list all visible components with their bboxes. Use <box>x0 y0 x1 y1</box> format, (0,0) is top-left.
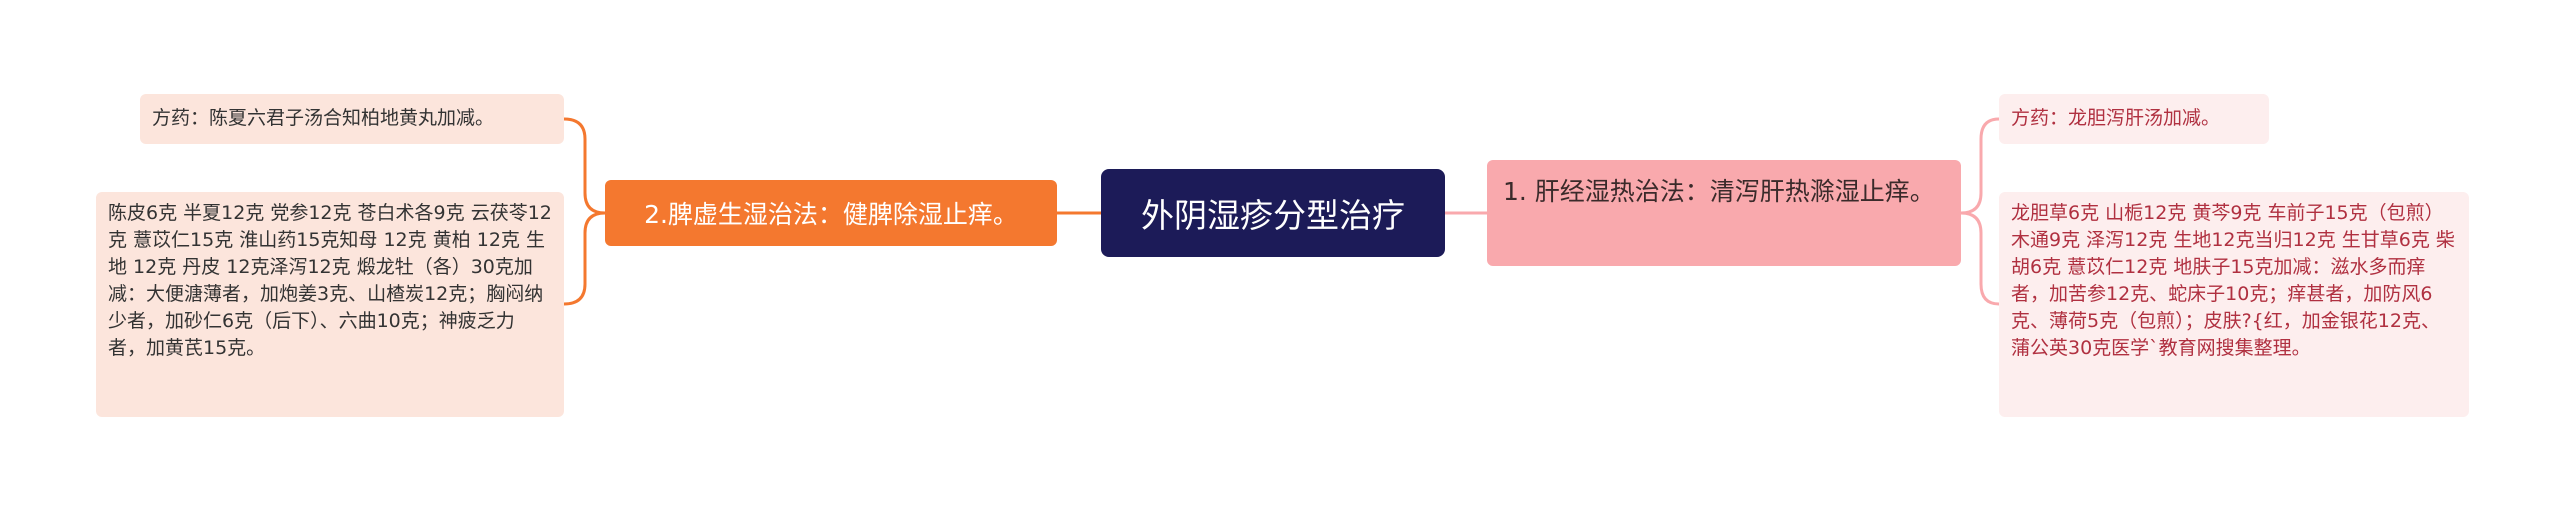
connector-right-leaf-2 <box>1960 211 2000 306</box>
root-topic-label: 外阴湿疹分型治疗 <box>1141 196 1405 235</box>
leaf-text: 龙胆草6克 山栀12克 黄芩9克 车前子15克（包煎）木通9克 泽泻12克 生地… <box>2011 202 2455 359</box>
leaf-right-prescription[interactable]: 方药：龙胆泻肝汤加减。 <box>1999 94 2269 144</box>
connector-left-leaf-2 <box>563 211 606 306</box>
leaf-text: 方药：陈夏六君子汤合知柏地黄丸加减。 <box>152 107 495 129</box>
branch-spleen-deficiency[interactable]: 2.脾虚生湿治法：健脾除湿止痒。 <box>605 180 1057 246</box>
branch-liver-damp-heat[interactable]: 1. 肝经湿热治法：清泻肝热滁湿止痒。 <box>1487 160 1961 266</box>
branch-label: 2.脾虚生湿治法：健脾除湿止痒。 <box>644 200 1018 229</box>
root-topic[interactable]: 外阴湿疹分型治疗 <box>1101 169 1445 257</box>
leaf-left-prescription[interactable]: 方药：陈夏六君子汤合知柏地黄丸加减。 <box>140 94 564 144</box>
branch-label: 1. 肝经湿热治法：清泻肝热滁湿止痒。 <box>1503 177 1935 206</box>
connector-left-leaf-1 <box>563 117 606 215</box>
leaf-text: 陈皮6克 半夏12克 党参12克 苍白术各9克 云茯苓12克 薏苡仁15克 淮山… <box>108 202 552 359</box>
connector-right-leaf-1 <box>1960 117 2000 215</box>
leaf-left-ingredients[interactable]: 陈皮6克 半夏12克 党参12克 苍白术各9克 云茯苓12克 薏苡仁15克 淮山… <box>96 192 564 417</box>
leaf-text: 方药：龙胆泻肝汤加减。 <box>2011 107 2221 129</box>
leaf-right-ingredients[interactable]: 龙胆草6克 山栀12克 黄芩9克 车前子15克（包煎）木通9克 泽泻12克 生地… <box>1999 192 2469 417</box>
